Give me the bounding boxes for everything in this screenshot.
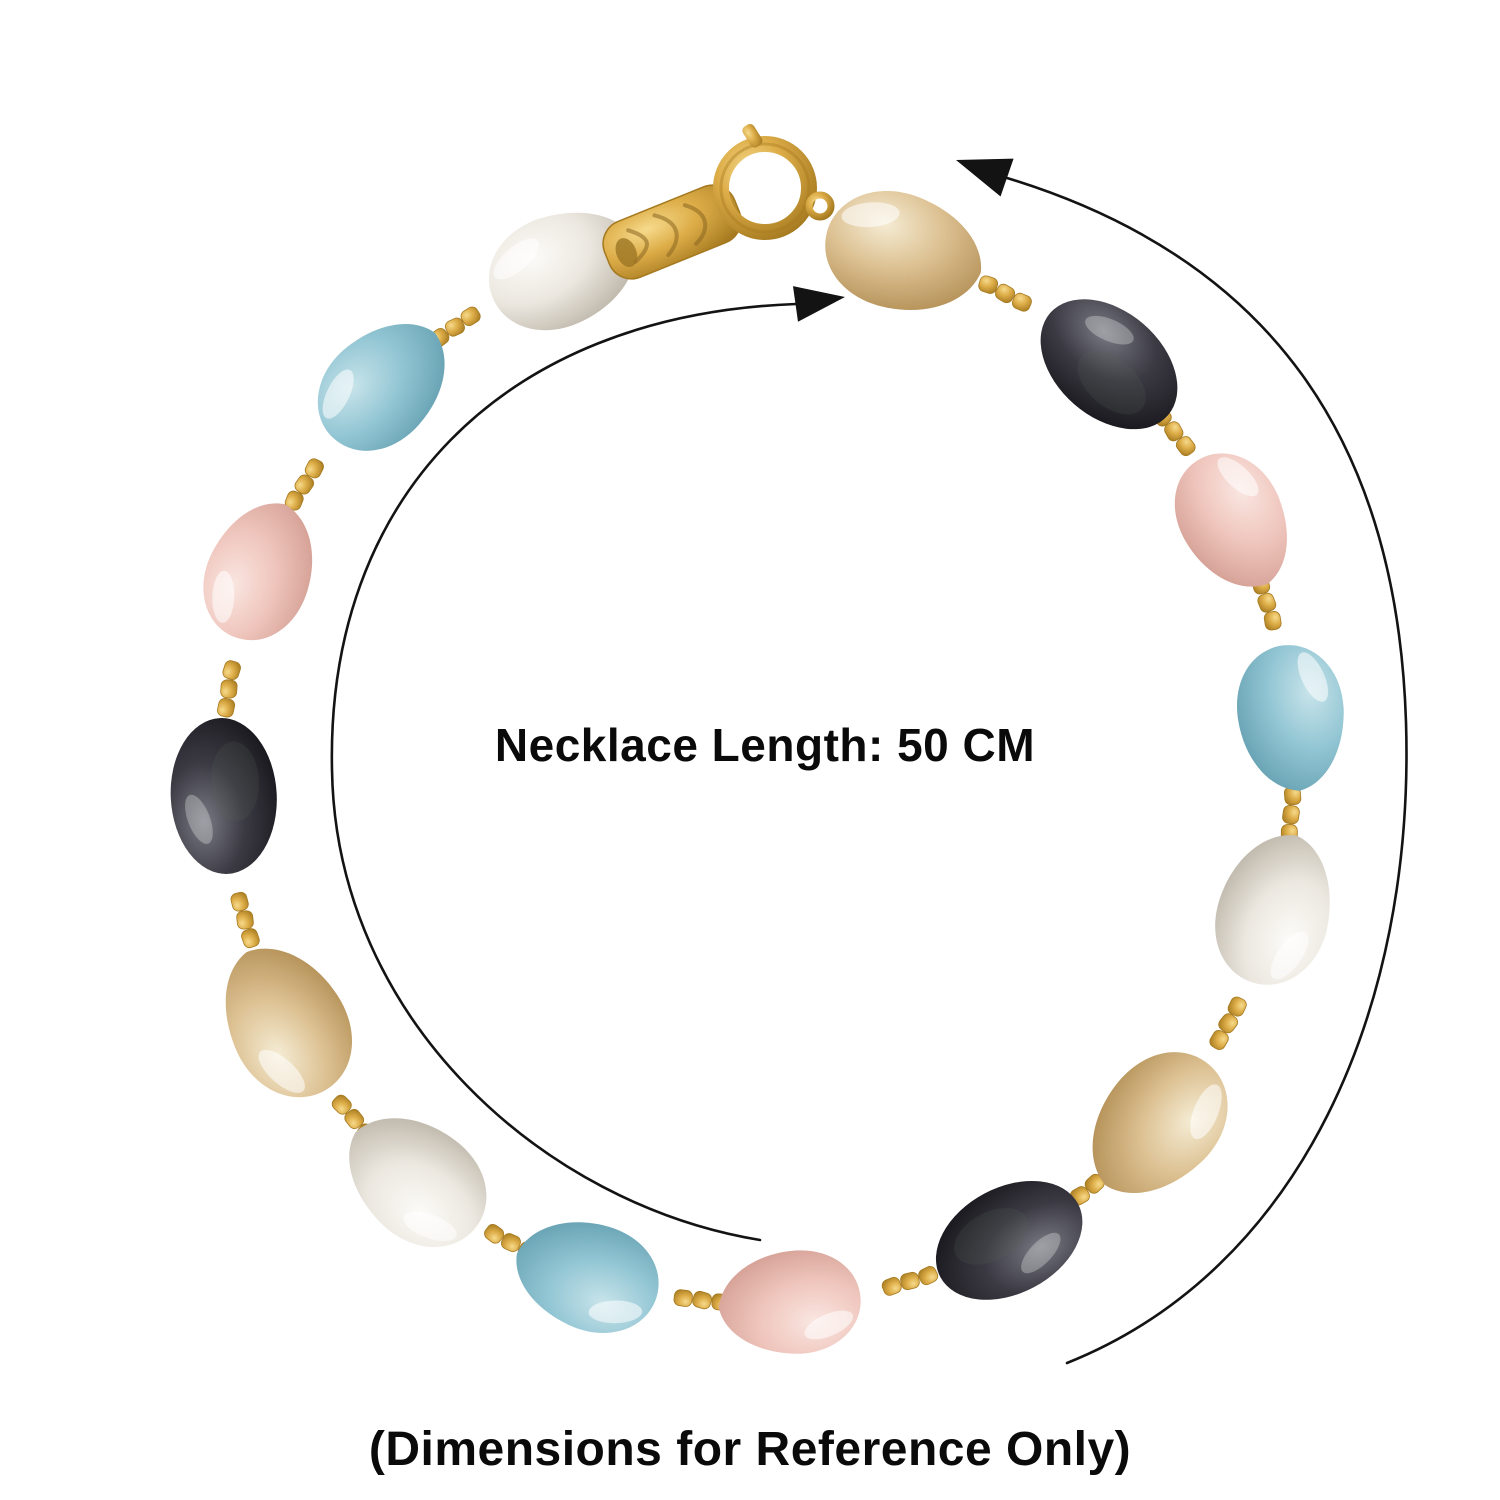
inner-arrow-curve bbox=[330, 302, 798, 1242]
bead-blue bbox=[516, 1222, 659, 1333]
bead-black bbox=[1040, 299, 1178, 430]
bead-black bbox=[935, 1180, 1083, 1300]
bead-white bbox=[349, 1118, 487, 1247]
bead-pink bbox=[718, 1250, 861, 1354]
spacer-cluster bbox=[881, 1266, 939, 1296]
spacer-cluster bbox=[217, 660, 241, 718]
clasp-link bbox=[805, 191, 835, 221]
inner-arrow-head bbox=[792, 286, 845, 322]
bead-gold bbox=[225, 948, 352, 1098]
bead-gold bbox=[1092, 1052, 1228, 1193]
bead-blue bbox=[1237, 645, 1344, 791]
measurement-arrows bbox=[330, 158, 1408, 1365]
outer-arrow-curve bbox=[1005, 176, 1408, 1365]
spacer-cluster bbox=[230, 891, 260, 949]
spacer-cluster bbox=[284, 458, 324, 511]
bead-gold bbox=[825, 191, 981, 310]
necklace-clasp bbox=[602, 124, 835, 280]
necklace-beads bbox=[170, 191, 1344, 1354]
spacer-cluster bbox=[1209, 996, 1247, 1050]
spring-ring-tab bbox=[742, 124, 763, 148]
clasp-spring-ring bbox=[713, 124, 817, 240]
bead-white bbox=[1215, 835, 1330, 985]
necklace-length-label: Necklace Length: 50 CM bbox=[494, 719, 1036, 771]
clasp-cone bbox=[602, 184, 742, 280]
bead-pink bbox=[1174, 453, 1287, 587]
bead-pink bbox=[203, 503, 313, 641]
bead-blue bbox=[317, 323, 445, 451]
spacer-cluster bbox=[978, 275, 1032, 312]
bead-white bbox=[489, 212, 636, 331]
outer-arrow-head bbox=[956, 158, 1014, 197]
bead-black bbox=[170, 718, 277, 874]
reference-caption: (Dimensions for Reference Only) bbox=[368, 1423, 1132, 1476]
